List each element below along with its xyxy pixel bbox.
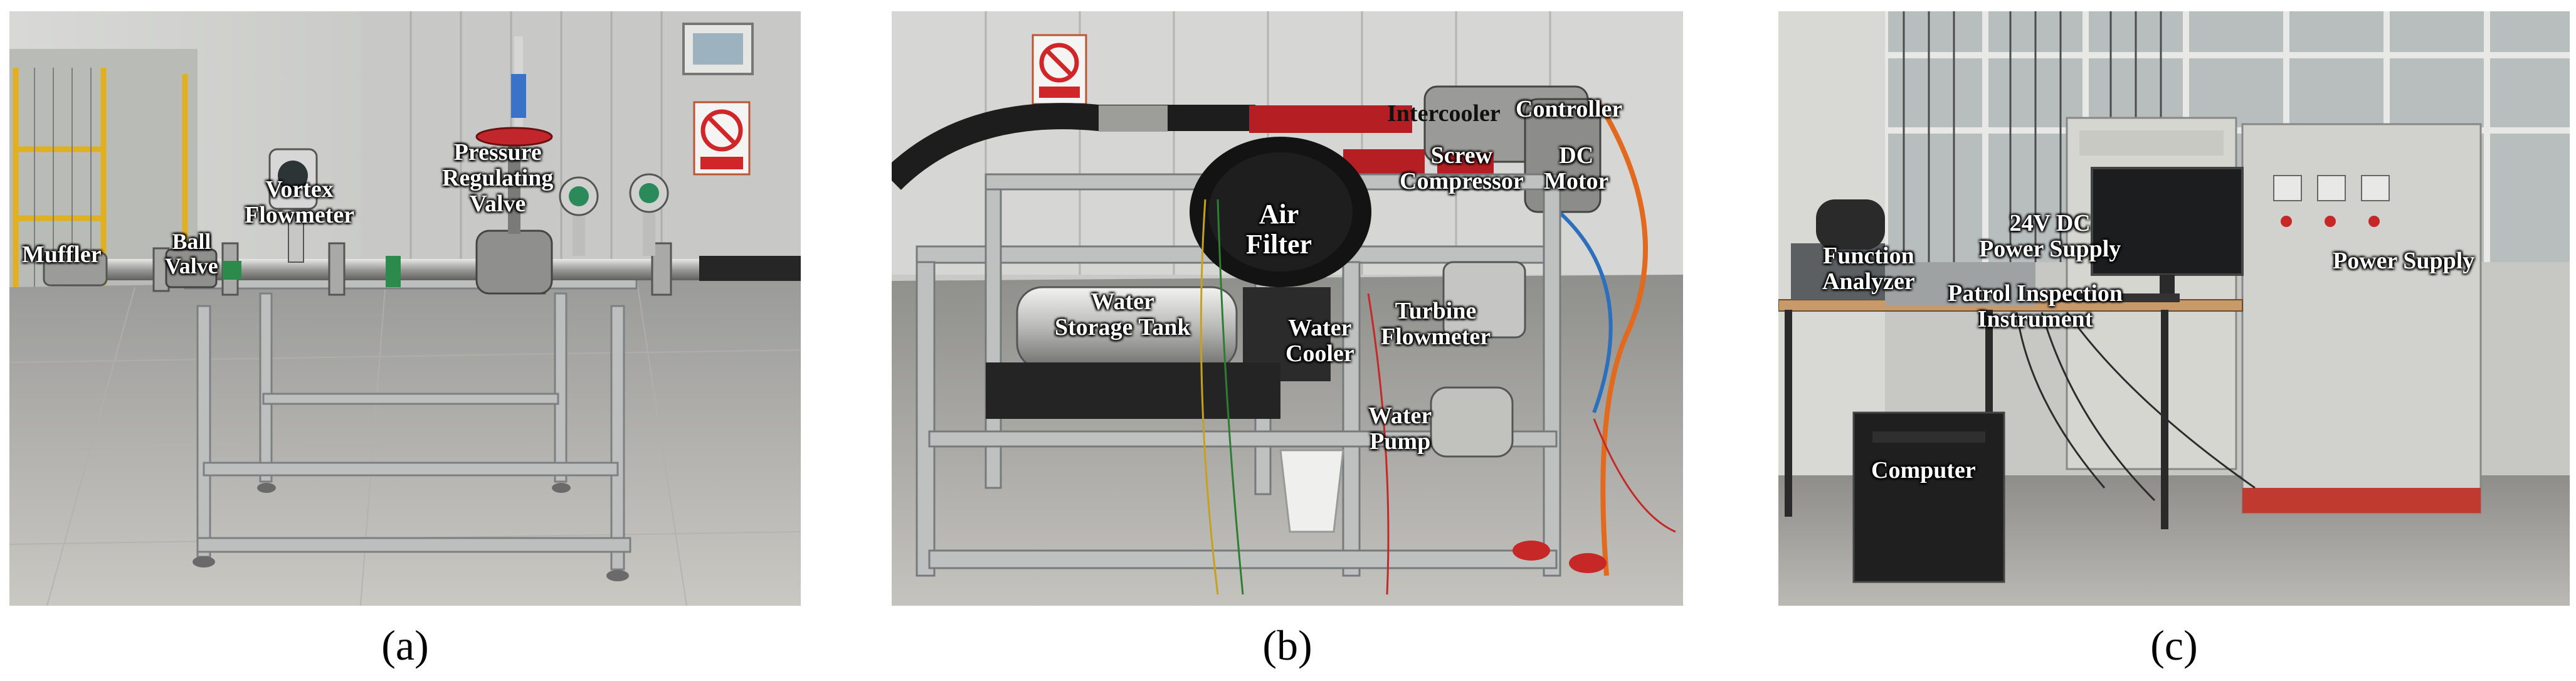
label-water-storage-tank: Water Storage Tank	[1055, 288, 1191, 341]
label-water-pump: Water Pump	[1368, 403, 1432, 455]
label-power-supply: Power Supply	[2333, 248, 2475, 274]
caption-c: (c)	[2150, 621, 2198, 669]
label-computer: Computer	[1871, 457, 1976, 483]
pipeline-photo	[9, 11, 801, 606]
compressor-rig-photo	[892, 11, 1683, 606]
label-screw-compressor: Screw Compressor	[1400, 142, 1524, 195]
label-controller: Controller	[1516, 96, 1623, 122]
label-patrol-inspection-instrument: Patrol Inspection Instrument	[1948, 280, 2123, 333]
photo-panel-b: Intercooler Controller Screw Compressor …	[892, 11, 1683, 606]
label-water-cooler: Water Cooler	[1285, 315, 1354, 367]
label-muffler: Muffler	[22, 241, 102, 268]
label-dc-motor: DC Motor	[1544, 142, 1609, 195]
label-ball-valve: Ball Valve	[165, 229, 218, 278]
label-intercooler: Intercooler	[1387, 100, 1501, 127]
label-vortex-flowmeter: Vortex Flowmeter	[245, 176, 355, 229]
control-station-photo	[1778, 11, 2570, 606]
caption-a: (a)	[381, 621, 429, 669]
label-air-filter: Air Filter	[1246, 199, 1312, 260]
label-turbine-flowmeter: Turbine Flowmeter	[1381, 298, 1491, 351]
photo-panel-a: Muffler Ball Valve Vortex Flowmeter Pres…	[9, 11, 801, 606]
caption-b: (b)	[1262, 621, 1312, 669]
label-function-analyzer: Function Analyzer	[1822, 243, 1915, 295]
label-pressure-regulating-valve: Pressure Regulating Valve	[442, 139, 554, 218]
label-24v-dc-power-supply: 24V DC Power Supply	[1979, 210, 2121, 263]
photo-panel-c: Function Analyzer 24V DC Power Supply Pa…	[1778, 11, 2570, 606]
